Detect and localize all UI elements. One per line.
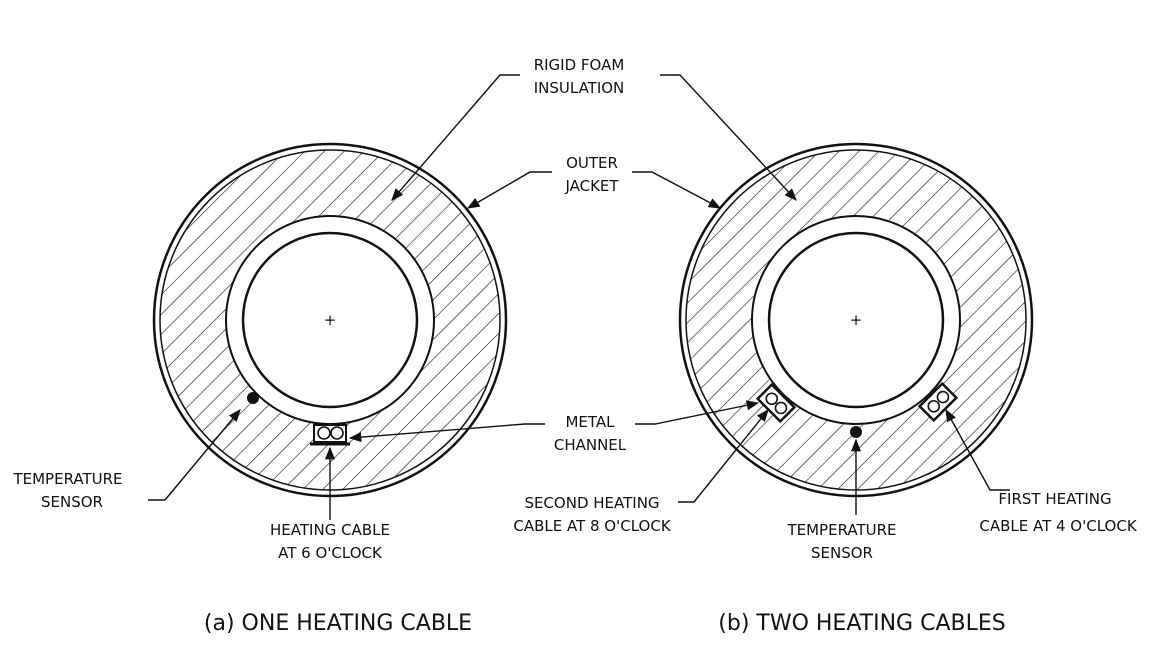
- leader-lines: [148, 74, 1010, 520]
- label-temp-sensor-a-2: SENSOR: [41, 493, 103, 511]
- pipe-b: +: [678, 142, 1034, 498]
- label-temp-sensor-b-2: SENSOR: [811, 544, 873, 562]
- label-rigid-foam-2: INSULATION: [534, 79, 625, 97]
- pipe-bore-b: [767, 231, 945, 409]
- label-metal-channel-1: METAL: [565, 413, 615, 431]
- heating-cable-a-2: [330, 426, 344, 440]
- labels: RIGID FOAM INSULATION OUTER JACKET METAL…: [12, 56, 1137, 562]
- channel-4-oclock: [917, 381, 959, 423]
- channel-8-oclock: [755, 382, 797, 424]
- pipe-bore-a: [241, 231, 419, 409]
- pipe-a: +: [152, 142, 508, 498]
- caption-b: (b) TWO HEATING CABLES: [718, 611, 1005, 636]
- center-mark-b: +: [850, 311, 863, 329]
- label-second-cable-2: CABLE AT 8 O'CLOCK: [513, 517, 671, 535]
- label-first-cable-2: CABLE AT 4 O'CLOCK: [979, 517, 1137, 535]
- label-outer-jacket-1: OUTER: [566, 154, 618, 172]
- label-heating-cable-a-2: AT 6 O'CLOCK: [278, 544, 383, 562]
- temperature-sensor-dot-a: [247, 392, 259, 404]
- label-temp-sensor-a-1: TEMPERATURE: [12, 470, 122, 488]
- heating-cable-a: [317, 426, 331, 440]
- label-first-cable-1: FIRST HEATING: [998, 490, 1111, 508]
- label-heating-cable-a-1: HEATING CABLE: [270, 521, 390, 539]
- metal-channel-a: [310, 424, 350, 446]
- label-second-cable-1: SECOND HEATING: [524, 494, 659, 512]
- caption-a: (a) ONE HEATING CABLE: [204, 611, 472, 636]
- center-mark-a: +: [324, 311, 337, 329]
- label-rigid-foam-1: RIGID FOAM: [534, 56, 625, 74]
- label-outer-jacket-2: JACKET: [564, 177, 619, 195]
- label-metal-channel-2: CHANNEL: [554, 436, 627, 454]
- label-temp-sensor-b-1: TEMPERATURE: [786, 521, 896, 539]
- temperature-sensor-dot-b: [850, 426, 862, 438]
